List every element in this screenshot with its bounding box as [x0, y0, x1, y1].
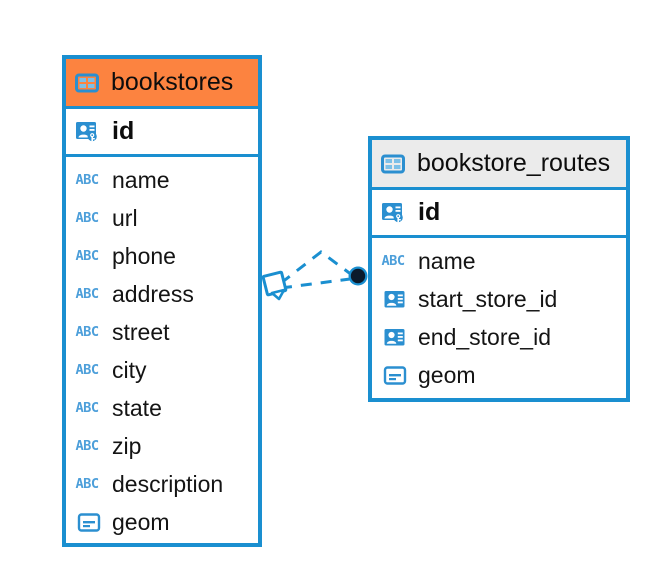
entity-title: bookstores	[111, 68, 234, 96]
geometry-icon	[76, 509, 102, 535]
abc-text-icon: ABC	[75, 319, 102, 345]
primary-key-row[interactable]: id	[372, 190, 626, 238]
field-label: zip	[112, 432, 142, 459]
entity-header-bookstores[interactable]: bookstores	[66, 59, 258, 109]
abc-text-icon: ABC	[75, 281, 102, 307]
field-list-bookstores: ABC name ABC url ABC phone ABC	[66, 157, 258, 541]
field-row[interactable]: ABC zip	[66, 427, 258, 465]
abc-icon-label: ABC	[75, 400, 99, 416]
abc-text-icon: ABC	[75, 167, 102, 193]
field-label: state	[112, 394, 162, 421]
abc-icon-label: ABC	[75, 172, 99, 188]
primary-key-label: id	[112, 117, 135, 145]
entity-title: bookstore_routes	[417, 149, 611, 177]
relationship-line-lower	[280, 277, 351, 290]
abc-text-icon: ABC	[75, 243, 102, 269]
field-row[interactable]: geom	[66, 503, 258, 541]
field-row[interactable]: ABC street	[66, 313, 258, 351]
foreign-key-icon	[382, 324, 408, 350]
abc-text-icon: ABC	[75, 471, 102, 497]
abc-icon-label: ABC	[75, 476, 99, 492]
relationship-line-upper	[280, 250, 353, 285]
field-list-bookstore-routes: ABC name start_store_id	[372, 238, 626, 394]
abc-icon-label: ABC	[381, 253, 405, 269]
field-label: phone	[112, 242, 176, 269]
primary-key-icon	[74, 118, 102, 146]
field-row[interactable]: ABC name	[372, 242, 626, 280]
field-row[interactable]: ABC phone	[66, 237, 258, 275]
foreign-key-icon	[382, 286, 408, 312]
field-label: address	[112, 280, 194, 307]
field-label: geom	[112, 508, 170, 535]
table-icon	[380, 151, 406, 177]
entity-bookstores[interactable]: bookstores id	[62, 55, 262, 547]
abc-text-icon: ABC	[75, 357, 102, 383]
field-label: street	[112, 318, 170, 345]
abc-icon-label: ABC	[75, 362, 99, 378]
abc-icon-label: ABC	[75, 438, 99, 454]
rotated-square-marker[interactable]	[261, 270, 288, 301]
abc-text-icon: ABC	[381, 248, 408, 274]
primary-key-icon	[380, 199, 408, 227]
abc-text-icon: ABC	[75, 395, 102, 421]
field-label: end_store_id	[418, 323, 551, 350]
entity-header-bookstore-routes[interactable]: bookstore_routes	[372, 140, 626, 190]
geometry-icon	[382, 362, 408, 388]
field-label: name	[112, 166, 170, 193]
abc-text-icon: ABC	[75, 205, 102, 231]
primary-key-row[interactable]: id	[66, 109, 258, 157]
field-row[interactable]: ABC url	[66, 199, 258, 237]
abc-text-icon: ABC	[75, 433, 102, 459]
field-row[interactable]: geom	[372, 356, 626, 394]
field-label: geom	[418, 361, 476, 388]
table-icon	[74, 70, 100, 96]
abc-icon-label: ABC	[75, 286, 99, 302]
field-label: url	[112, 204, 138, 231]
field-row[interactable]: ABC address	[66, 275, 258, 313]
field-row[interactable]: ABC description	[66, 465, 258, 503]
abc-icon-label: ABC	[75, 324, 99, 340]
primary-key-label: id	[418, 198, 441, 226]
field-row[interactable]: ABC name	[66, 161, 258, 199]
field-row[interactable]: ABC city	[66, 351, 258, 389]
filled-circle-marker[interactable]	[348, 266, 368, 286]
entity-bookstore-routes[interactable]: bookstore_routes id	[368, 136, 630, 402]
field-row[interactable]: start_store_id	[372, 280, 626, 318]
field-row[interactable]: ABC state	[66, 389, 258, 427]
field-label: start_store_id	[418, 285, 558, 312]
field-label: description	[112, 470, 224, 497]
field-row[interactable]: end_store_id	[372, 318, 626, 356]
abc-icon-label: ABC	[75, 210, 99, 226]
field-label: city	[112, 356, 147, 383]
field-label: name	[418, 247, 476, 274]
abc-icon-label: ABC	[75, 248, 99, 264]
